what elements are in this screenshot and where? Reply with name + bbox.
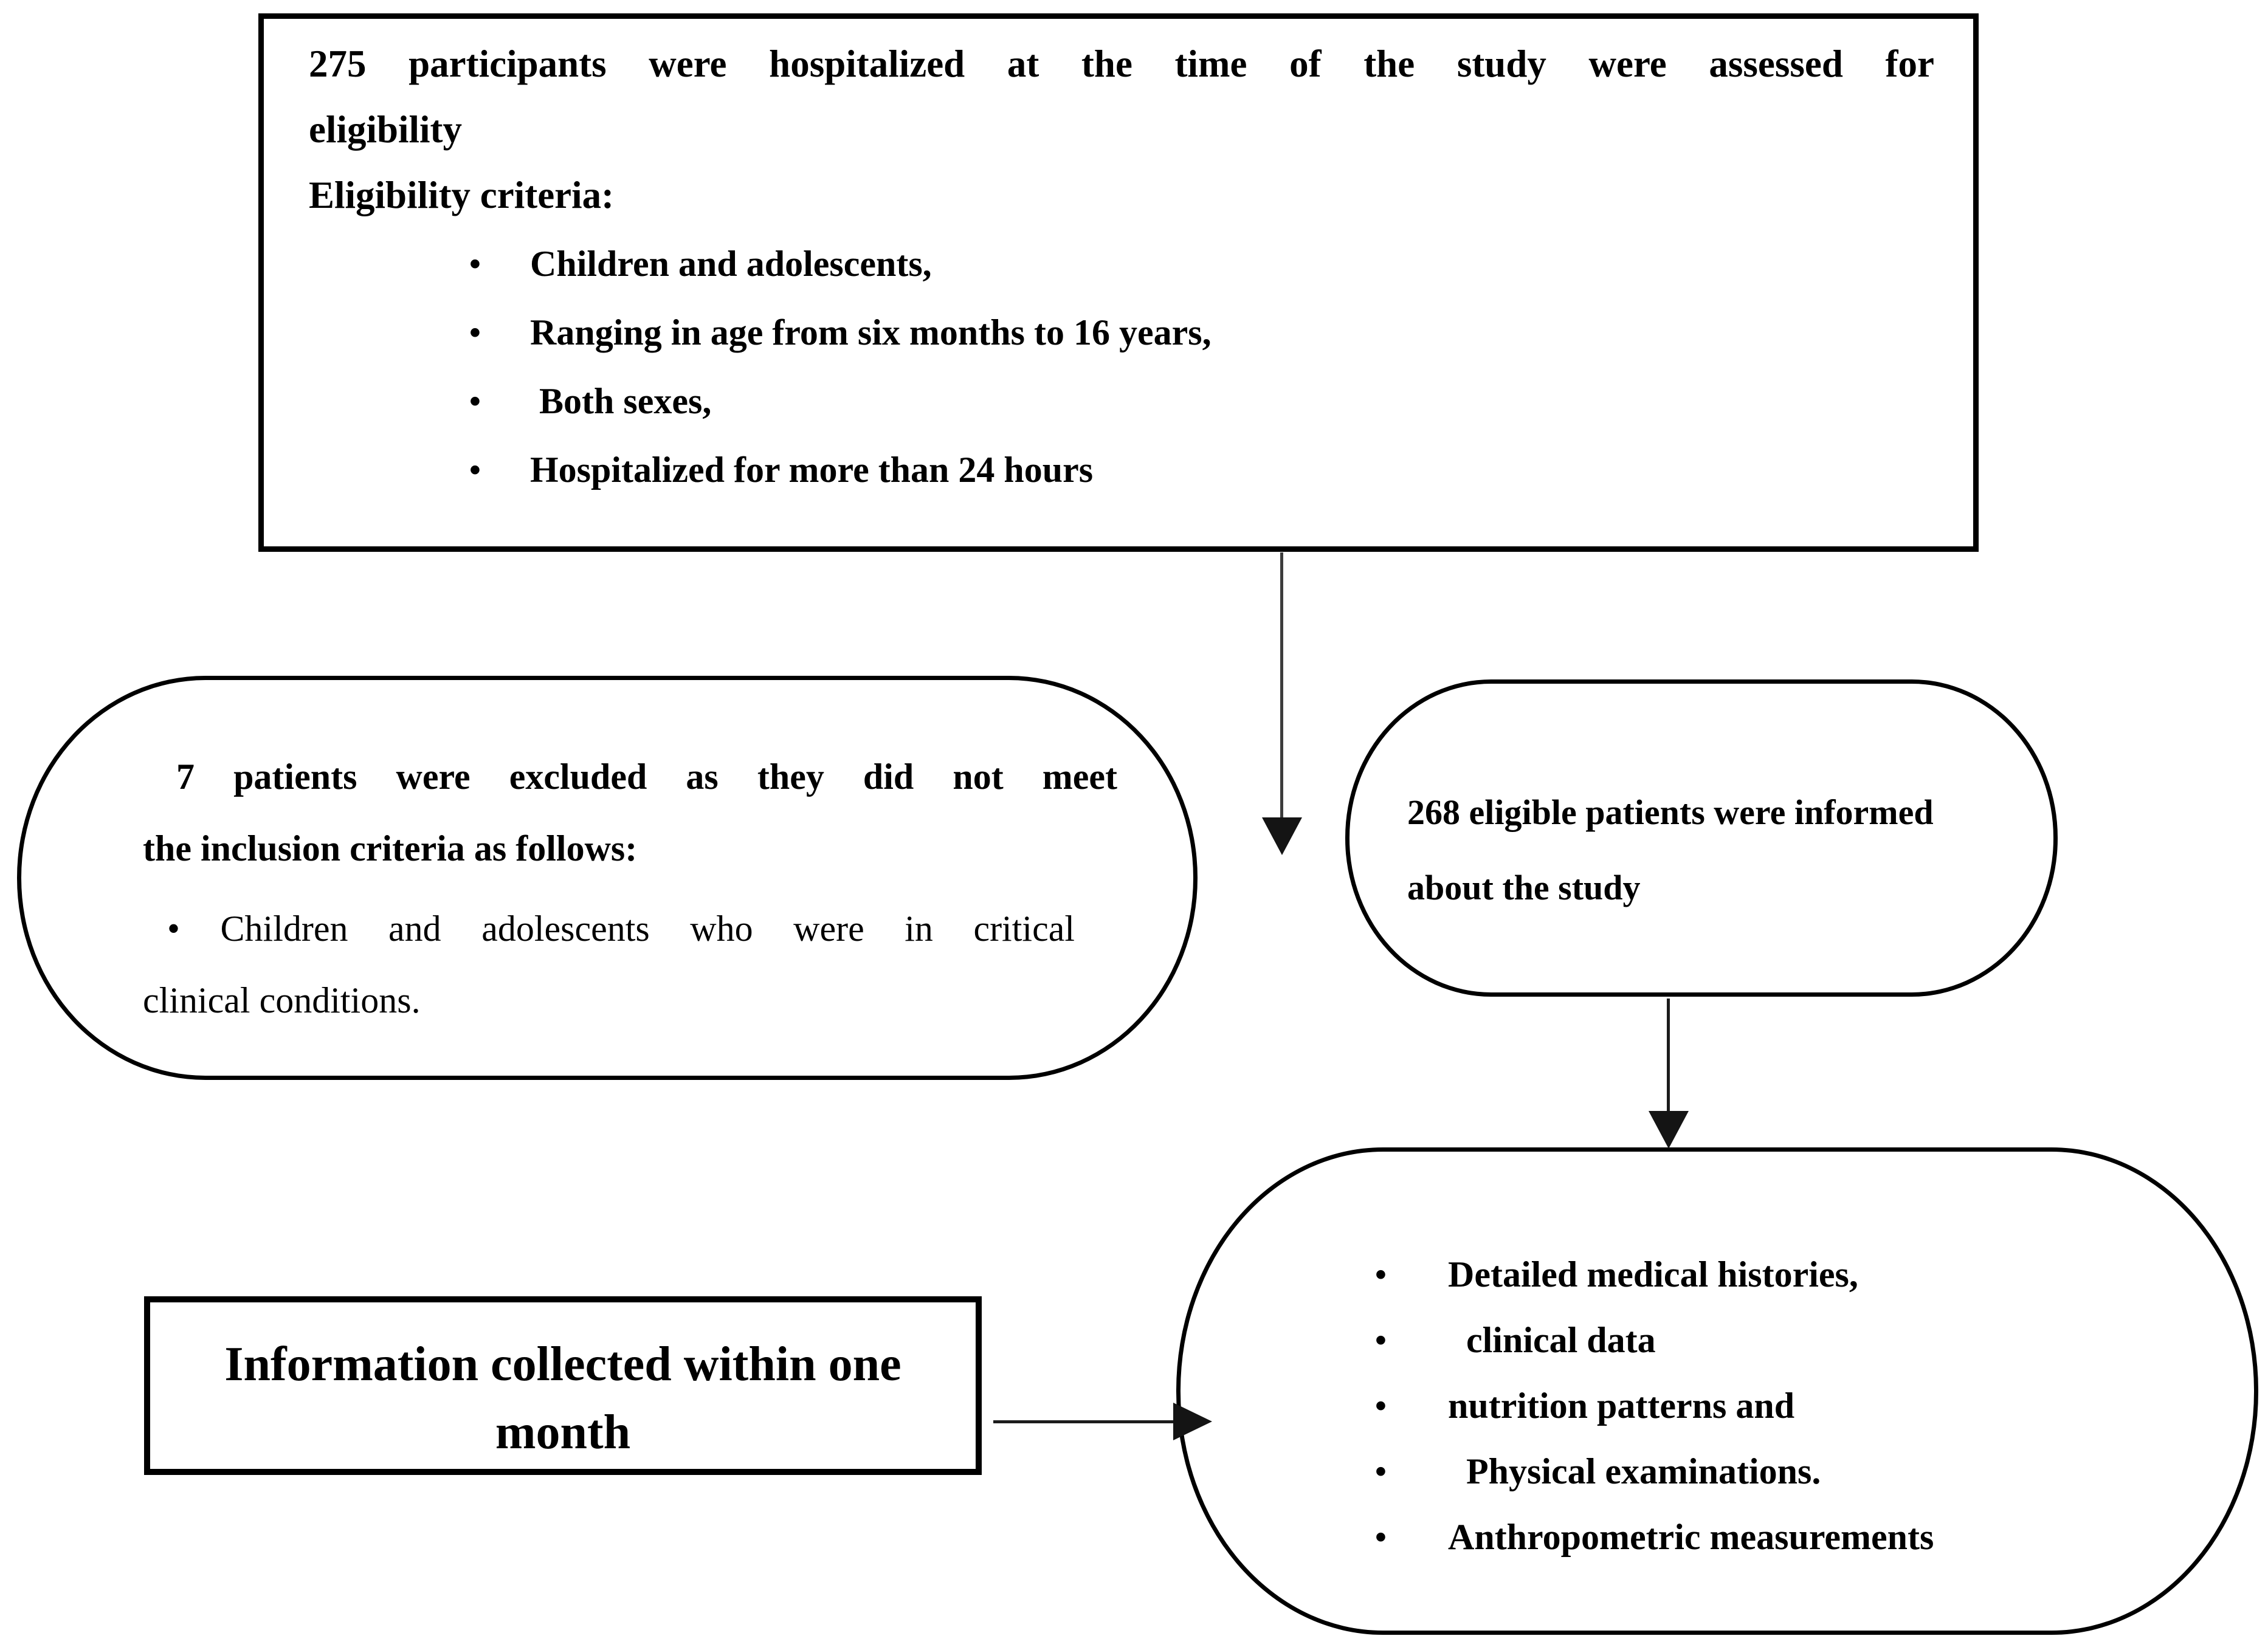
list-item: • nutrition patterns and bbox=[1375, 1373, 2224, 1439]
excluded-count-line: 7 patients were excluded as they did not… bbox=[176, 757, 1117, 797]
excluded-patients-box: 7 patients were excluded as they did not… bbox=[17, 676, 1198, 1080]
list-item: • Hospitalized for more than 24 hours bbox=[309, 436, 1934, 504]
list-item: • Anthropometric measurements bbox=[1375, 1504, 2224, 1570]
bullet-icon: • bbox=[1375, 1387, 1387, 1424]
bullet-icon: • bbox=[1375, 1519, 1387, 1555]
list-item: • Ranging in age from six months to 16 y… bbox=[309, 298, 1934, 367]
bullet-icon: • bbox=[1375, 1256, 1387, 1293]
eligibility-criteria-label: Eligibility criteria: bbox=[309, 174, 615, 216]
excluded-reason-item-2: clinical conditions. bbox=[143, 980, 421, 1020]
list-item: • Both sexes, bbox=[309, 367, 1934, 436]
bullet-icon: • bbox=[469, 383, 481, 419]
eligibility-criteria-list: • Children and adolescents, • Ranging in… bbox=[309, 230, 1934, 504]
data-collected-box: • Detailed medical histories, • clinical… bbox=[1176, 1147, 2258, 1635]
arrow-stem bbox=[993, 1420, 1176, 1423]
assessed-count-line-2: eligibility bbox=[309, 108, 462, 151]
bullet-icon: • bbox=[469, 314, 481, 351]
list-item: • Detailed medical histories, bbox=[1375, 1242, 2224, 1307]
arrowhead-down-icon bbox=[1262, 817, 1302, 855]
assessed-for-eligibility-box: 275 participants were hospitalized at th… bbox=[258, 13, 1979, 552]
informed-count-line-2: about the study bbox=[1407, 868, 1641, 907]
informed-count-line: 268 eligible patients were informed bbox=[1407, 792, 1934, 832]
arrowhead-right-icon bbox=[1173, 1403, 1212, 1440]
bullet-icon: • bbox=[1375, 1322, 1387, 1358]
excluded-reason-label: the inclusion criteria as follows: bbox=[143, 828, 638, 868]
collection-line: Information collected within one bbox=[224, 1338, 901, 1391]
excluded-reason-item: • Children and adolescents who were in c… bbox=[167, 909, 1075, 949]
collection-line-2: month bbox=[495, 1406, 631, 1459]
bullet-icon: • bbox=[469, 246, 481, 282]
assessed-count-line: 275 participants were hospitalized at th… bbox=[309, 43, 1934, 85]
arrow-stem bbox=[1280, 552, 1283, 820]
list-item: • clinical data bbox=[1375, 1307, 2224, 1373]
bullet-icon: • bbox=[469, 452, 481, 488]
bullet-icon: • bbox=[1375, 1453, 1387, 1490]
arrow-stem bbox=[1667, 999, 1670, 1115]
arrowhead-down-icon bbox=[1649, 1111, 1689, 1149]
information-collected-box: Information collected within one month bbox=[144, 1296, 982, 1475]
list-item: • Children and adolescents, bbox=[309, 230, 1934, 298]
informed-patients-box: 268 eligible patients were informed abou… bbox=[1345, 679, 2058, 997]
list-item: • Physical examinations. bbox=[1375, 1439, 2224, 1504]
